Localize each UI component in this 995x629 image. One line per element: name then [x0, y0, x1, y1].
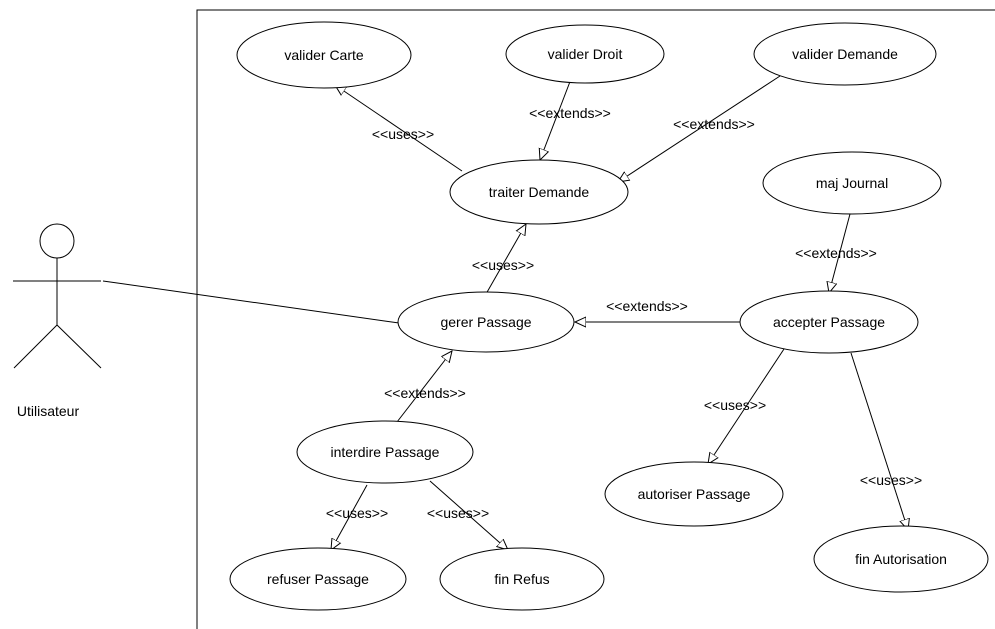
use-case-refuser-passage[interactable]: refuser Passage [229, 547, 407, 611]
use-case-label: accepter Passage [773, 314, 885, 330]
use-case-traiter-demande[interactable]: traiter Demande [449, 159, 629, 225]
use-case-label: gerer Passage [440, 314, 531, 330]
use-case-label: traiter Demande [489, 184, 590, 200]
edge-accepter-autoriser [708, 348, 785, 464]
edge-accepter-fin-autorisation [850, 352, 908, 530]
actor-utilisateur[interactable]: Utilisateur [13, 223, 102, 419]
edge-demande-traiter [618, 75, 781, 182]
use-case-accepter-passage[interactable]: accepter Passage [739, 290, 919, 354]
label-accepter-gerer: <<extends>> [606, 298, 688, 314]
use-case-label: fin Refus [494, 571, 549, 587]
system-boundary [196, 9, 995, 629]
use-case-label: valider Droit [548, 46, 623, 62]
label-interdire-fin-refus: <<uses>> [427, 505, 489, 521]
actor-label: Utilisateur [17, 403, 80, 419]
use-case-fin-refus[interactable]: fin Refus [439, 547, 605, 611]
label-interdire-gerer: <<extends>> [384, 385, 466, 401]
label-traiter-carte: <<uses>> [372, 126, 434, 142]
label-demande-traiter: <<extends>> [673, 116, 755, 132]
use-case-label: refuser Passage [267, 571, 369, 587]
use-case-label: autoriser Passage [638, 486, 751, 502]
use-case-label: valider Carte [284, 47, 364, 63]
actor-leg-left [13, 324, 58, 369]
actor-head [39, 223, 75, 259]
use-case-fin-autorisation[interactable]: fin Autorisation [813, 525, 989, 593]
label-gerer-traiter: <<uses>> [472, 257, 534, 273]
use-case-label: maj Journal [816, 175, 888, 191]
use-case-valider-droit[interactable]: valider Droit [505, 24, 665, 84]
use-case-label: fin Autorisation [855, 551, 947, 567]
label-accepter-fin-autorisation: <<uses>> [860, 472, 922, 488]
label-droit-traiter: <<extends>> [529, 105, 611, 121]
edge-journal-accepter [829, 213, 851, 293]
label-journal-accepter: <<extends>> [795, 245, 877, 261]
label-interdire-refuser: <<uses>> [326, 505, 388, 521]
use-case-valider-demande[interactable]: valider Demande [753, 22, 937, 86]
use-case-valider-carte[interactable]: valider Carte [236, 21, 412, 89]
use-case-gerer-passage[interactable]: gerer Passage [397, 291, 575, 353]
actor-leg-right [56, 324, 102, 369]
use-case-label: valider Demande [792, 46, 898, 62]
edge-droit-traiter [540, 78, 572, 160]
association-actor-gerer [102, 280, 400, 324]
edge-interdire-refuser [331, 484, 368, 550]
use-case-autoriser-passage[interactable]: autoriser Passage [604, 461, 784, 527]
edge-traiter-carte [335, 85, 463, 172]
edge-gerer-traiter [485, 224, 526, 295]
use-case-interdire-passage[interactable]: interdire Passage [296, 420, 474, 484]
edge-interdire-fin-refus [429, 480, 508, 550]
edge-interdire-gerer [396, 351, 452, 423]
use-case-label: interdire Passage [331, 444, 440, 460]
label-accepter-autoriser: <<uses>> [704, 397, 766, 413]
use-case-maj-journal[interactable]: maj Journal [762, 151, 942, 215]
